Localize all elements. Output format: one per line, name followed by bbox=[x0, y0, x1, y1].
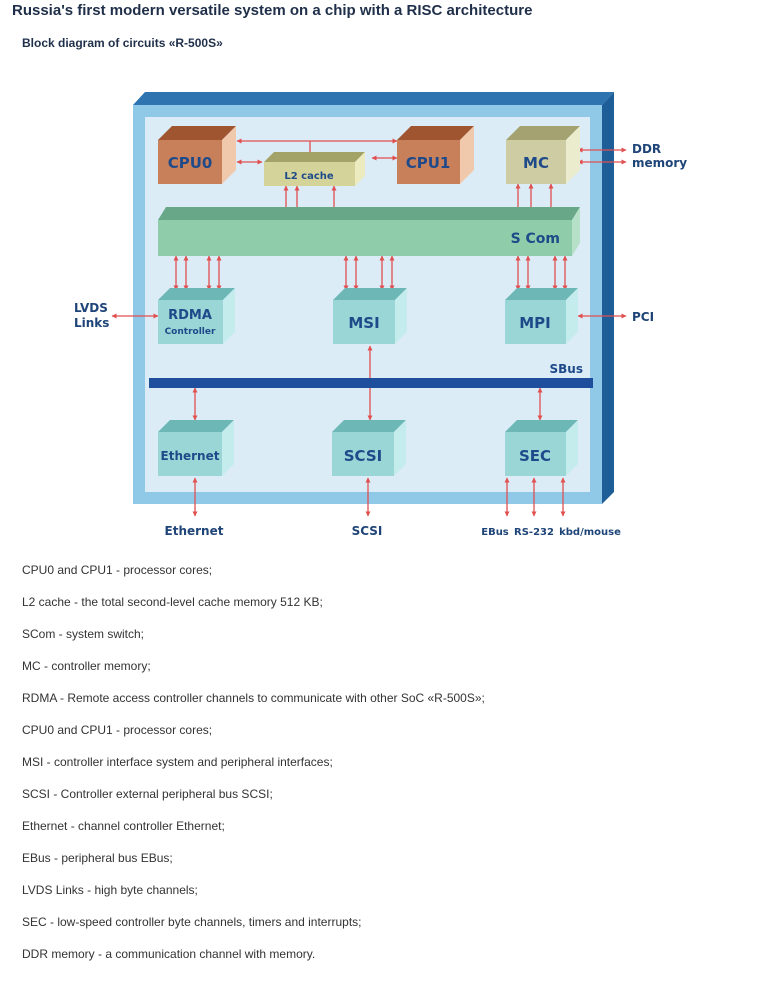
lvds-label: LVDS bbox=[74, 301, 108, 315]
scsi-port-label: SCSI bbox=[352, 524, 383, 538]
mpi-label: MPI bbox=[519, 314, 551, 332]
cpu1-label: CPU1 bbox=[406, 154, 451, 172]
l2-cache-label: L2 cache bbox=[284, 171, 334, 182]
msi-block: MSI bbox=[333, 288, 407, 344]
ddr-memory-label: memory bbox=[632, 156, 687, 170]
legend-item: Ethernet - channel controller Ethernet; bbox=[22, 819, 225, 833]
legend-list: CPU0 and CPU1 - processor cores; L2 cach… bbox=[22, 562, 485, 978]
legend-item: L2 cache - the total second-level cache … bbox=[22, 595, 323, 609]
legend-item: CPU0 and CPU1 - processor cores; bbox=[22, 563, 213, 577]
scom-label: S Com bbox=[511, 231, 560, 247]
legend-item: SCSI - Controller external peripheral bu… bbox=[22, 787, 273, 801]
sec-label: SEC bbox=[519, 447, 551, 465]
mc-block: MC bbox=[506, 126, 580, 184]
external-labels: DDR memory LVDS Links PCI Ethernet SCSI … bbox=[74, 142, 687, 538]
legend-item: RDMA - Remote access controller channels… bbox=[22, 691, 485, 705]
cpu0-block: CPU0 bbox=[158, 126, 236, 184]
kbd-mouse-label: kbd/mouse bbox=[559, 527, 621, 538]
legend-item: DDR memory - a communication channel wit… bbox=[22, 947, 316, 961]
legend-item: LVDS Links - high byte channels; bbox=[22, 883, 198, 897]
external-links bbox=[111, 147, 627, 517]
page-title: Russia's first modern versatile system o… bbox=[12, 2, 533, 19]
ebus-label: EBus bbox=[481, 527, 509, 538]
scsi-block: SCSI bbox=[332, 420, 406, 476]
scom-switch: S Com bbox=[158, 207, 580, 256]
cpu1-block: CPU1 bbox=[397, 126, 474, 184]
cpu0-label: CPU0 bbox=[168, 154, 213, 172]
rdma-block: RDMA Controller bbox=[158, 288, 235, 344]
mpi-block: MPI bbox=[505, 288, 578, 344]
rdma-label: RDMA bbox=[168, 308, 212, 323]
legend-item: CPU0 and CPU1 - processor cores; bbox=[22, 723, 213, 737]
sbus-bar: SBus bbox=[149, 362, 593, 388]
legend-item: SEC - low-speed controller byte channels… bbox=[22, 915, 362, 929]
diagram-subtitle: Block diagram of circuits «R-500S» bbox=[22, 36, 223, 50]
legend-item: EBus - peripheral bus EBus; bbox=[22, 851, 173, 865]
legend-item: SCom - system switch; bbox=[22, 627, 145, 641]
pci-label: PCI bbox=[632, 310, 654, 324]
internal-links bbox=[173, 138, 568, 421]
rdma-sublabel: Controller bbox=[165, 327, 216, 337]
l2-cache-block: L2 cache bbox=[264, 152, 365, 186]
legend-item: MC - controller memory; bbox=[22, 659, 151, 673]
ethernet-block: Ethernet bbox=[158, 420, 234, 476]
sec-block: SEC bbox=[505, 420, 578, 476]
scsi-label: SCSI bbox=[344, 447, 382, 465]
rs232-label: RS-232 bbox=[514, 527, 554, 538]
ethernet-label: Ethernet bbox=[161, 449, 220, 463]
legend-item: MSI - controller interface system and pe… bbox=[22, 755, 333, 769]
ethernet-port-label: Ethernet bbox=[165, 524, 224, 538]
ddr-label: DDR bbox=[632, 142, 661, 156]
mc-label: MC bbox=[523, 154, 549, 172]
sbus-label: SBus bbox=[550, 362, 583, 376]
msi-label: MSI bbox=[348, 314, 379, 332]
lvds-links-label: Links bbox=[74, 316, 109, 330]
block-diagram: CPU0 CPU1 L2 cache MC S Com RDMA Control… bbox=[74, 92, 687, 538]
